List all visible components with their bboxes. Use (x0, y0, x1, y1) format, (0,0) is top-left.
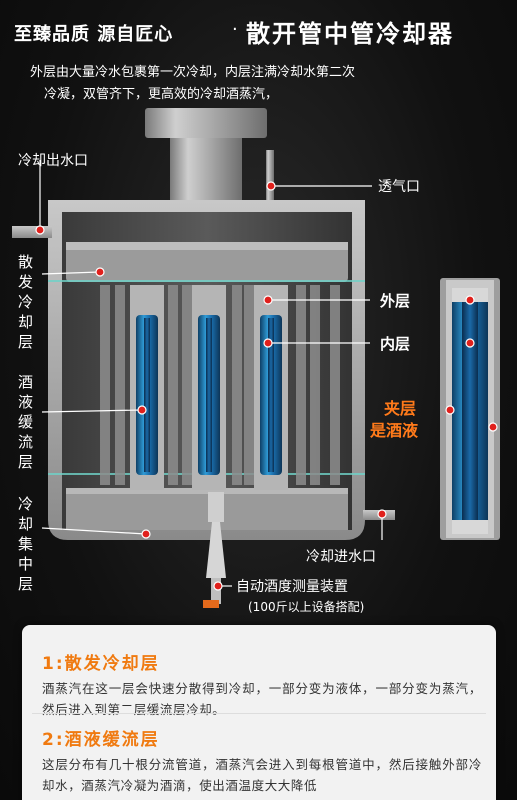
header: 至臻品质 源自匠心 · 散开管中管冷却器 (0, 0, 517, 58)
cooler-diagram (12, 108, 500, 608)
markers (35, 181, 498, 591)
info-card: 1:散发冷却层 酒蒸汽在这一层会快速分散得到冷却，一部分变为液体，一部分变为蒸汽… (22, 625, 496, 800)
neck-pipe (170, 138, 242, 203)
label-outer: 外层 (380, 292, 411, 310)
tube-1 (130, 285, 164, 490)
section-1-title: 1:散发冷却层 (42, 654, 160, 674)
upper-plate (66, 242, 348, 282)
label-meter-note: (100斤以上设备搭配) (248, 600, 365, 614)
tube-3 (254, 285, 288, 490)
label-interlayer-1: 夹层 (384, 399, 417, 418)
intro-text: 外层由大量冷水包裹第一次冷却，内层注满冷却水第二次 冷凝，双管齐下，更高效的冷却… (30, 62, 490, 106)
label-vent: 透气口 (378, 179, 420, 195)
tagline: 至臻品质 源自匠心 (14, 24, 174, 45)
label-interlayer-2: 是酒液 (370, 421, 419, 440)
top-flange (145, 108, 267, 138)
label-inner: 内层 (380, 335, 411, 353)
label-heat-layer: 散发冷却层 (18, 253, 34, 351)
background-tubes (100, 285, 340, 485)
bottom-outlet (208, 492, 224, 522)
header-separator: · (232, 19, 238, 40)
label-water-inlet: 冷却进水口 (306, 549, 376, 565)
intro-line-2: 冷凝，双管齐下，更高效的冷却酒蒸汽， (44, 87, 279, 102)
meter-glass (206, 522, 226, 578)
leader-lines (39, 160, 383, 587)
section-2: 2:酒液缓流层 这层分布有几十根分流管道，酒蒸汽会进入到每根管道中，然后接触外部… (42, 725, 482, 796)
vent-pipe (266, 150, 274, 208)
tube-2 (192, 285, 226, 490)
label-water-outlet: 冷却出水口 (18, 153, 88, 169)
section-2-title: 2:酒液缓流层 (42, 730, 160, 750)
label-collect-layer: 冷却集中层 (18, 495, 34, 593)
water-outlet-pipe (12, 226, 52, 238)
lower-plate (66, 488, 348, 530)
page-title: 散开管中管冷却器 (246, 20, 454, 48)
label-meter: 自动酒度测量装置 (236, 579, 348, 595)
intro-line-1: 外层由大量冷水包裹第一次冷却，内层注满冷却水第二次 (30, 65, 356, 80)
section-2-text: 这层分布有几十根分流管道，酒蒸汽会进入到每根管道中，然后接触外部冷却水，酒蒸汽冷… (42, 757, 482, 793)
label-buffer-layer: 酒液缓流层 (18, 373, 34, 471)
section-1: 1:散发冷却层 酒蒸汽在这一层会快速分散得到冷却，一部分变为液体，一部分变为蒸汽… (42, 649, 482, 720)
divider (32, 713, 486, 714)
